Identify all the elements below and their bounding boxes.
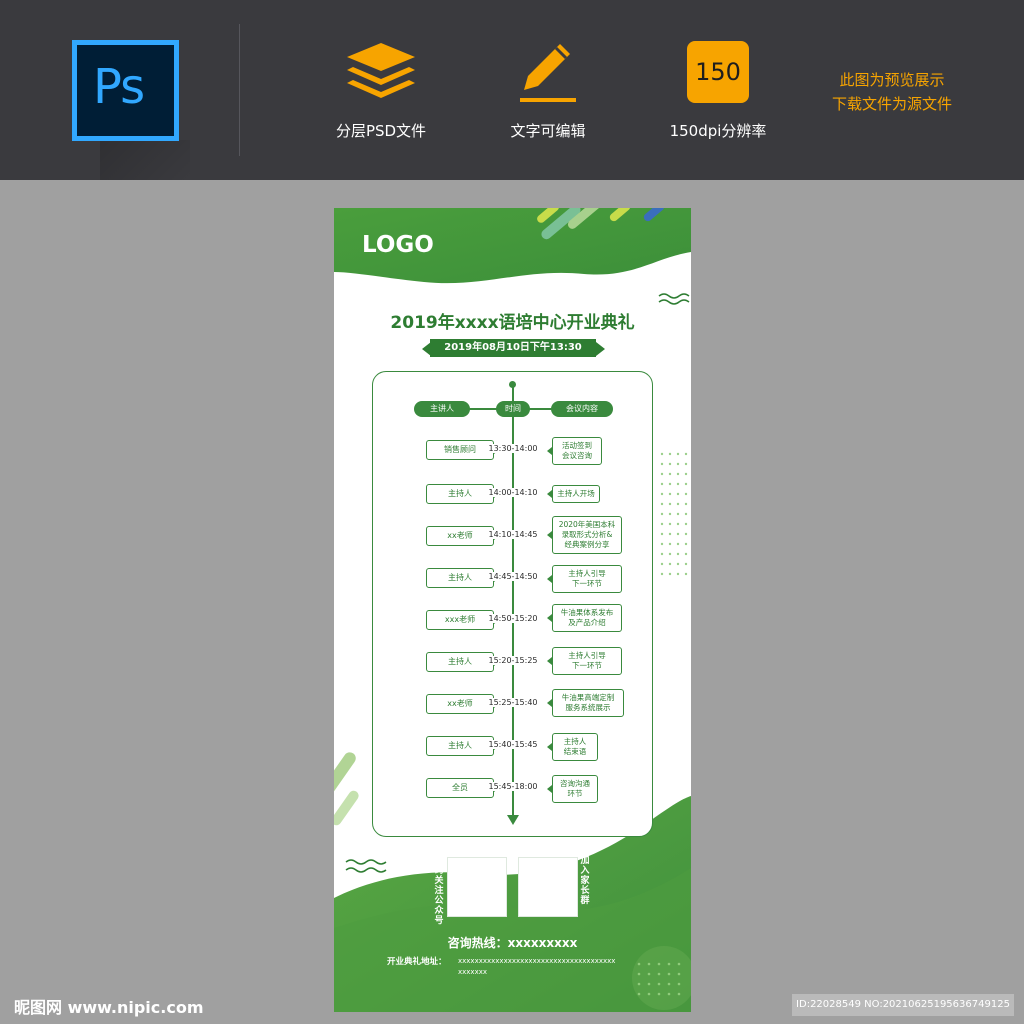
watermark-left: 昵图网 www.nipic.com — [14, 998, 204, 1017]
content-line: 结束语 — [563, 747, 587, 756]
resolution-badge: 150 — [687, 41, 749, 103]
content-line: 主持人引导 — [568, 569, 606, 578]
poster-title: 2019年xxxx语培中心开业典礼 — [390, 313, 635, 333]
time-label: 14:45-14:50 — [485, 572, 541, 581]
qr-code-official-account — [447, 857, 507, 917]
date-ribbon: 2019年08月10日下午13:30 — [430, 339, 596, 357]
speaker-box: 全员 — [426, 778, 499, 798]
poster-background — [334, 208, 691, 1012]
layers-icon — [311, 40, 451, 104]
watermark-id: ID:22028549 NO:20210625195636749125 — [792, 994, 1014, 1016]
content-line: 及产品介绍 — [568, 618, 606, 627]
content-line: 会议咨询 — [562, 451, 592, 460]
top-toolbar: Ps 分层PSD文件 文字可编辑 150 150dpi分辨率 此图为预 — [0, 0, 1024, 180]
content-line: 下一环节 — [572, 579, 602, 588]
time-label: 13:30-14:00 — [485, 444, 541, 453]
speaker-box: xx老师 — [426, 694, 499, 714]
ribbon-right-tail — [596, 342, 605, 356]
speaker-box: 主持人 — [426, 568, 499, 588]
header-time: 时间 — [496, 401, 530, 417]
preview-note: 此图为预览展示 下载文件为源文件 — [812, 68, 972, 116]
photoshop-logo-icon: Ps — [72, 40, 179, 141]
speaker-box: 主持人 — [426, 736, 499, 756]
time-label: 14:10-14:45 — [485, 530, 541, 539]
content-box: 咨询沟通环节 — [547, 775, 598, 803]
poster-preview: LOGO 2019年xxxx语培中心开业典礼 2019年08月10日下午13:3… — [334, 208, 691, 1012]
speaker-box: 销售顾问 — [426, 440, 499, 460]
preview-note-line: 下载文件为源文件 — [831, 95, 952, 113]
speaker-box: 主持人 — [426, 652, 499, 672]
poster-logo: LOGO — [362, 232, 434, 258]
content-box: 主持人结束语 — [547, 733, 598, 761]
time-label: 15:20-15:25 — [485, 656, 541, 665]
time-label: 15:40-15:45 — [485, 740, 541, 749]
content-line: 咨询沟通 — [560, 779, 590, 788]
qr-code-parent-group — [518, 857, 578, 917]
timeline-start-dot — [509, 381, 516, 388]
feature-label: 文字可编辑 — [510, 122, 586, 140]
feature-resolution: 150 150dpi分辨率 — [648, 40, 788, 150]
content-line: 牛油果体系发布 — [560, 608, 614, 617]
content-box: 主持人开场 — [547, 485, 600, 503]
ps-logo-text: Ps — [93, 59, 145, 115]
header-speaker: 主讲人 — [414, 401, 470, 417]
qr-left-label: 扫码关注公众号 — [434, 856, 444, 926]
preview-note-line: 此图为预览展示 — [839, 71, 945, 89]
feature-label: 150dpi分辨率 — [669, 122, 767, 140]
feature-layered-psd: 分层PSD文件 — [311, 40, 451, 150]
content-box: 主持人引导下一环节 — [547, 565, 622, 593]
hotline: 咨询热线：xxxxxxxxx — [447, 936, 578, 950]
content-line: 经典案例分享 — [564, 540, 610, 549]
content-box: 2020年美国本科录取形式分析&经典案例分享 — [547, 516, 622, 554]
qr-right-label: 加入家长群 — [580, 856, 590, 906]
content-box: 活动签到会议咨询 — [547, 437, 602, 465]
content-line: 2020年美国本科 — [558, 520, 616, 529]
timeline-arrow-icon — [507, 815, 519, 825]
speaker-box: xxx老师 — [426, 610, 499, 630]
content-line: 主持人 — [563, 737, 587, 746]
time-label: 15:45-18:00 — [485, 782, 541, 791]
feature-editable-text: 文字可编辑 — [478, 40, 618, 150]
time-label: 15:25-15:40 — [485, 698, 541, 707]
time-label: 14:00-14:10 — [485, 488, 541, 497]
speaker-box: xx老师 — [426, 526, 499, 546]
content-line: 录取形式分析& — [561, 530, 613, 539]
header-content: 会议内容 — [551, 401, 613, 417]
pencil-icon — [478, 40, 618, 104]
content-line: 活动签到 — [562, 441, 592, 450]
content-box: 牛油果高端定制服务系统展示 — [547, 689, 624, 717]
content-line: 下一环节 — [572, 661, 602, 670]
ps-logo-shadow — [100, 140, 190, 180]
content-line: 环节 — [567, 789, 583, 798]
content-box: 主持人引导下一环节 — [547, 647, 622, 675]
address-label: 开业典礼地址： — [387, 957, 447, 967]
time-label: 14:50-15:20 — [485, 614, 541, 623]
content-line: 服务系统展示 — [565, 703, 611, 712]
address-value: xxxxxxxxxxxxxxxxxxxxxxxxxxxxxxxxxxxxxxxx… — [458, 957, 616, 976]
resolution-badge-icon: 150 — [648, 40, 788, 104]
content-line: 主持人引导 — [568, 651, 606, 660]
content-line: 主持人开场 — [557, 489, 595, 498]
speaker-box: 主持人 — [426, 484, 499, 504]
feature-label: 分层PSD文件 — [335, 122, 427, 140]
content-line: 牛油果高端定制 — [561, 693, 615, 702]
ribbon-left-tail — [422, 342, 431, 356]
content-box: 牛油果体系发布及产品介绍 — [547, 604, 622, 632]
timeline-spine — [512, 384, 514, 819]
toolbar-divider — [239, 24, 240, 156]
